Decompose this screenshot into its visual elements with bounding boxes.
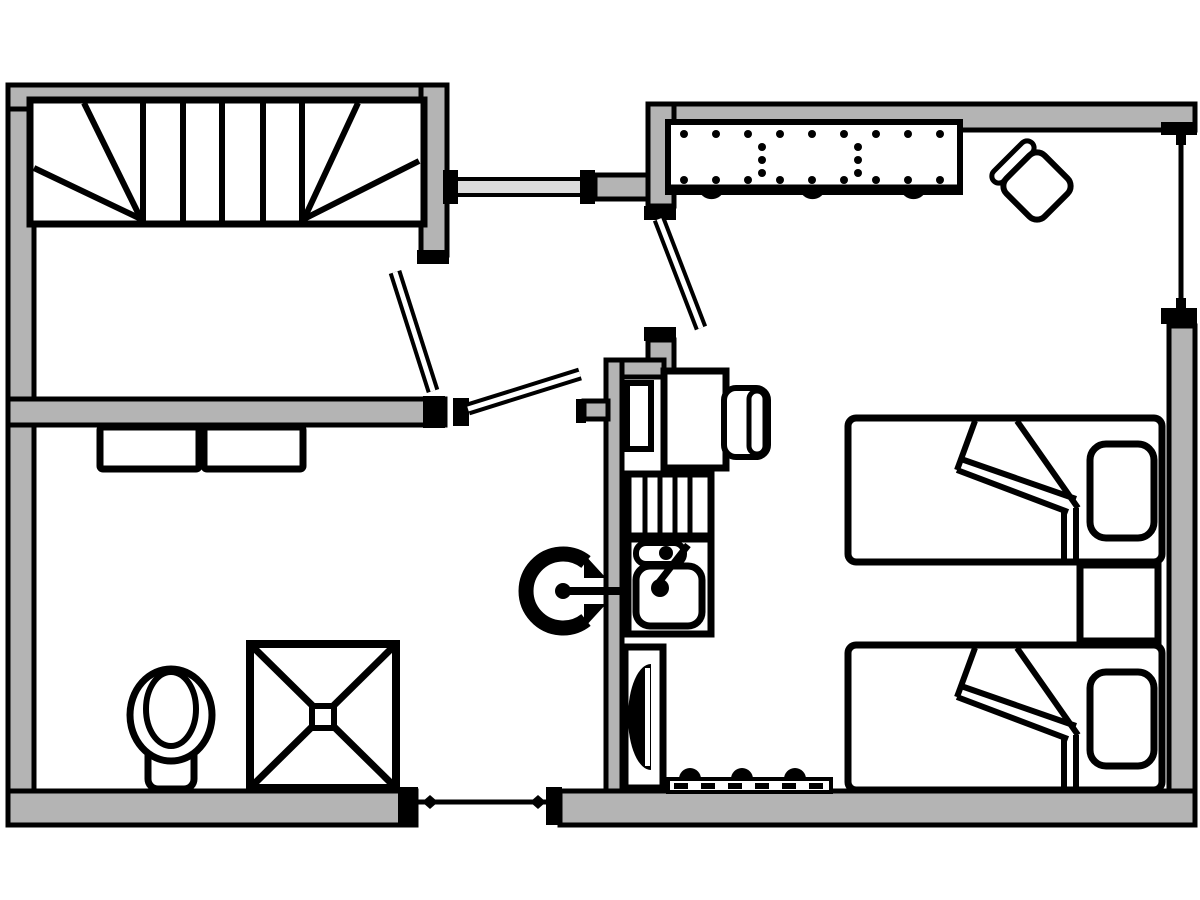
kitchen-fixtures <box>621 367 833 794</box>
wardrobe-dot <box>808 176 816 184</box>
wardrobe-dot <box>680 176 688 184</box>
shower-drain <box>309 703 337 731</box>
wardrobe-dot <box>758 169 766 177</box>
toilet-bowl <box>143 669 199 749</box>
stair-winder-left-2 <box>81 101 144 221</box>
bed-1-fold-edge-left <box>954 419 978 472</box>
wardrobe-dot <box>904 176 912 184</box>
wardrobe-dot <box>854 169 862 177</box>
kitchen-table <box>660 367 730 472</box>
right-wall-mid-cap <box>1161 308 1197 324</box>
bed-2-pillow <box>1086 668 1158 770</box>
radiator-bump-3 <box>784 768 806 779</box>
wardrobe-dot <box>744 176 752 184</box>
washstand-right <box>200 423 307 473</box>
radiator-bump-2 <box>731 768 753 779</box>
radiator-tooth-6 <box>809 783 823 789</box>
radiator-tooth-4 <box>755 783 769 789</box>
bedroom-door-leaf <box>656 218 704 329</box>
faucet-dot <box>659 546 673 560</box>
bottom-window-right-diamond <box>530 795 546 809</box>
hall-door-hinge-cap <box>453 398 469 426</box>
stair-east-wall-cap <box>417 250 449 264</box>
wardrobe-dot <box>904 130 912 138</box>
bottom-window-left-diamond <box>422 795 438 809</box>
doors <box>388 216 708 416</box>
bed-1-pillow <box>1086 440 1158 542</box>
wardrobe-dot <box>744 130 752 138</box>
staircase <box>26 96 428 228</box>
wardrobe-knob-1 <box>700 192 723 200</box>
wardrobe-knob-3 <box>902 192 925 200</box>
wardrobe-dot <box>776 130 784 138</box>
radiator-bump-1 <box>679 768 701 779</box>
wardrobe-dot <box>936 176 944 184</box>
bottom-window-right-cap <box>546 787 562 825</box>
stair-winder-right-1 <box>301 101 361 221</box>
bottom-wall-left <box>5 788 419 828</box>
kitchen-cabinet <box>624 380 654 452</box>
bedroom-door-bottom-cap <box>644 327 676 341</box>
kitchen-counter <box>624 470 715 540</box>
windows <box>418 137 1184 809</box>
nightstand <box>1076 561 1162 645</box>
bed-2-fold-edge-left <box>954 646 978 699</box>
stair-winder-right-2 <box>302 158 421 222</box>
wardrobe-dot <box>854 156 862 164</box>
wardrobe-dot <box>776 176 784 184</box>
top-window <box>454 177 584 197</box>
wardrobe-dot <box>712 130 720 138</box>
radiator-tooth-5 <box>782 783 796 789</box>
boiler-center-dot <box>555 583 571 599</box>
bottom-window-left-cap <box>398 787 418 825</box>
bathroom-door-leaf <box>467 371 581 412</box>
wardrobe-dot <box>872 176 880 184</box>
wardrobe-dot <box>854 143 862 151</box>
wardrobe-dot <box>872 130 880 138</box>
wardrobe-dot <box>808 130 816 138</box>
wardrobe-knob-2 <box>801 192 824 200</box>
bedroom-door-top-cap <box>644 206 676 220</box>
boiler-serif-top <box>584 554 606 578</box>
boiler-ring <box>518 546 591 636</box>
washstand-left <box>96 423 203 473</box>
wardrobe-dot <box>936 130 944 138</box>
stair-winder-left-1 <box>32 165 143 222</box>
bathroom-wall-right-cap <box>423 396 445 428</box>
tall-unit-door-slit <box>645 668 650 766</box>
wardrobe-dot <box>758 156 766 164</box>
bedroom-chair-seat <box>1000 149 1074 223</box>
bottom-wall-right <box>557 788 1198 828</box>
boiler-symbol <box>518 546 622 636</box>
kitchen-west-wall <box>603 357 625 796</box>
radiator-body <box>666 777 833 794</box>
radiator-tooth-1 <box>674 783 688 789</box>
radiator-tooth-3 <box>728 783 742 789</box>
bed-1-fold-band-lower <box>955 467 1070 515</box>
bedroom-furniture <box>665 119 1166 794</box>
bathroom-fixtures <box>96 423 400 793</box>
wardrobe-dot <box>680 130 688 138</box>
stair-door-leaf <box>392 271 436 392</box>
boiler-serif-bottom <box>584 604 606 628</box>
bed-2-fold-band-lower <box>955 694 1070 742</box>
bed-2-fold-band-upper <box>960 683 1077 729</box>
wardrobe-dot <box>840 176 848 184</box>
right-window-bottom-nub <box>1176 298 1186 308</box>
hall-wall-left-cap <box>576 399 586 423</box>
sink-drain <box>651 579 669 597</box>
bed-1-fold-band-upper <box>960 456 1077 502</box>
bathroom-top-wall <box>5 396 448 428</box>
wardrobe-dot <box>840 130 848 138</box>
kitchen-chair-back <box>746 388 768 457</box>
right-wall-top-cap <box>1161 122 1197 135</box>
radiator-tooth-2 <box>701 783 715 789</box>
wardrobe-dot <box>712 176 720 184</box>
right-outer-wall <box>1166 323 1198 828</box>
wardrobe-dot <box>758 143 766 151</box>
hall-south-wall <box>581 398 611 422</box>
